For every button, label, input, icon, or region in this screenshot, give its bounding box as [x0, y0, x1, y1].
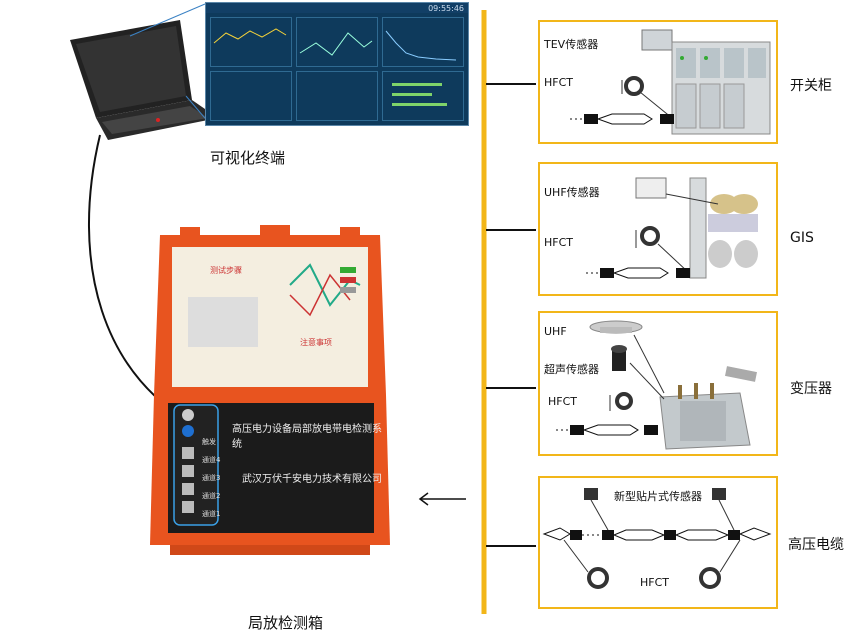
hfct-label-1: HFCT: [544, 76, 573, 89]
ultrasonic-sensor-label: 超声传感器: [544, 363, 599, 376]
uhf-label: UHF: [544, 325, 567, 338]
dashboard-clock: 09:55:46: [428, 4, 464, 13]
detector-case: 测试步骤 注意事项 高压电力设备局部放电带电检测系统 武汉万伏千安电力技术有限公…: [150, 225, 390, 560]
lid-title: 测试步骤: [210, 266, 242, 275]
dashboard-screenshot: 09:55:46: [205, 2, 469, 126]
dashboard-tab-bar: [206, 3, 468, 13]
detector-caption: 局放检测箱: [248, 614, 324, 632]
panel-transformer: UHF 超声传感器 HFCT: [538, 311, 778, 456]
case-graphic: [150, 225, 390, 555]
uhf-sensor-label: UHF传感器: [544, 186, 600, 199]
patch-sensor-label: 新型贴片式传感器: [614, 490, 702, 503]
port-label-3: 通道3: [202, 474, 221, 482]
panel-switchgear: TEV传感器 HFCT: [538, 20, 778, 144]
panel-hv-cable: 新型贴片式传感器 HFCT: [538, 476, 778, 609]
lid-notes: 注意事项: [300, 338, 332, 347]
hfct-label-4: HFCT: [640, 576, 669, 589]
panel-title: 高压电力设备局部放电带电检测系统: [232, 424, 382, 450]
panel-gis: UHF传感器 HFCT: [538, 162, 778, 296]
panel-name-switchgear: 开关柜: [790, 78, 832, 94]
port-label-4: 通道4: [202, 456, 221, 464]
port-trigger-label: 触发: [202, 438, 216, 446]
terminal-caption: 可视化终端: [210, 149, 286, 167]
panel-name-gis: GIS: [790, 230, 814, 246]
hfct-label-2: HFCT: [544, 236, 573, 249]
hfct-label-3: HFCT: [548, 395, 577, 408]
company-name: 武汉万伏千安电力技术有限公司: [242, 474, 382, 485]
port-label-2: 通道2: [202, 492, 221, 500]
panel-name-hv-cable: 高压电缆: [788, 537, 844, 553]
panel-name-transformer: 变压器: [790, 381, 832, 397]
tev-sensor-label: TEV传感器: [544, 38, 599, 51]
port-label-1: 通道1: [202, 510, 221, 518]
